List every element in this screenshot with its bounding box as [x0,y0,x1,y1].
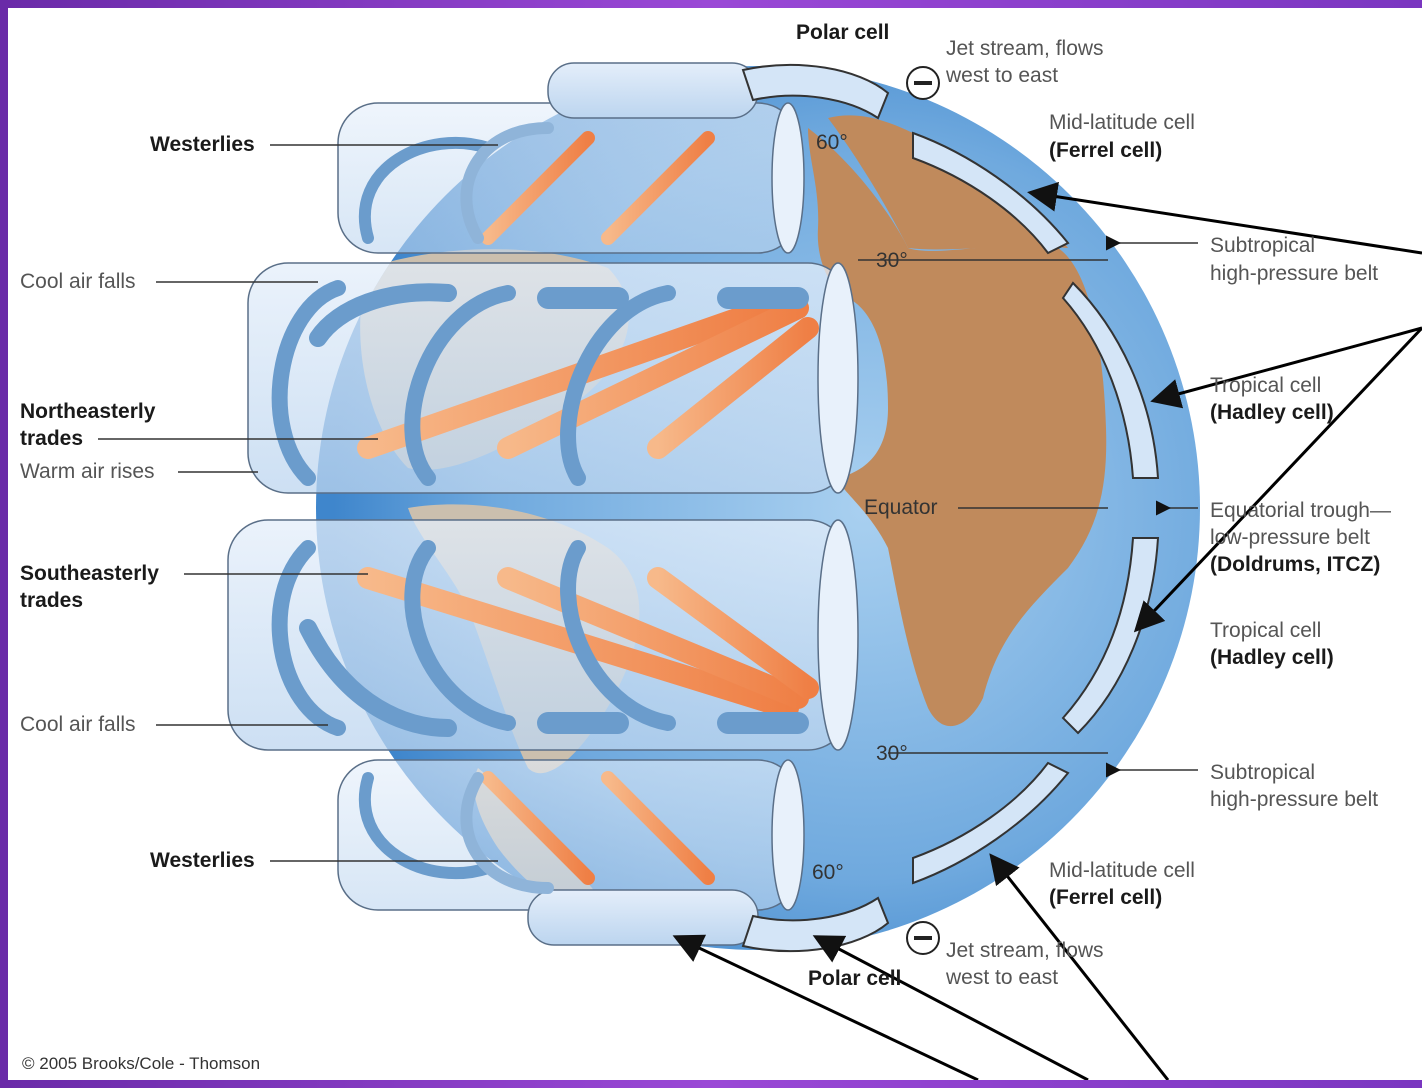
mid-lat-top-line2: (Ferrel cell) [1049,138,1162,164]
westerlies-top-label: Westerlies [150,132,255,158]
lat-60n-label: 60° [816,130,848,156]
equatorial-line2: low-pressure belt [1210,525,1370,551]
equatorial-line3: (Doldrums, ITCZ) [1210,552,1380,578]
diagram-frame: Polar cell Jet stream, flows west to eas… [8,8,1422,1080]
lat-30n-label: 30° [876,248,908,274]
se-trades-line1: Southeasterly [20,561,159,587]
jet-stream-top-line1: Jet stream, flows [946,36,1104,62]
tropical-bottom-line1: Tropical cell [1210,618,1321,644]
lat-60s-label: 60° [812,860,844,886]
ne-trades-line1: Northeasterly [20,399,155,425]
copyright-text: © 2005 Brooks/Cole - Thomson [22,1054,260,1074]
tropical-top-line1: Tropical cell [1210,373,1321,399]
subtropical-top-line1: Subtropical [1210,233,1315,259]
polar-cell-top-label: Polar cell [796,20,889,46]
cool-air-bottom-label: Cool air falls [20,712,136,738]
polar-cell-bottom-label: Polar cell [808,966,901,992]
mid-lat-bottom-line1: Mid-latitude cell [1049,858,1195,884]
tropical-top-line2: (Hadley cell) [1210,400,1334,426]
warm-air-label: Warm air rises [20,459,155,485]
equatorial-line1: Equatorial trough— [1210,498,1391,524]
subtropical-bottom-line2: high-pressure belt [1210,787,1378,813]
cool-air-top-label: Cool air falls [20,269,136,295]
subtropical-bottom-line1: Subtropical [1210,760,1315,786]
equator-label: Equator [864,495,938,521]
ne-trades-line2: trades [20,426,83,452]
subtropical-top-line2: high-pressure belt [1210,261,1378,287]
tropical-bottom-line2: (Hadley cell) [1210,645,1334,671]
lat-30s-label: 30° [876,741,908,767]
mid-lat-bottom-line2: (Ferrel cell) [1049,885,1162,911]
westerlies-bottom-label: Westerlies [150,848,255,874]
jet-stream-top-line2: west to east [946,63,1058,89]
jet-stream-bottom-line2: west to east [946,965,1058,991]
se-trades-line2: trades [20,588,83,614]
jet-stream-bottom-line1: Jet stream, flows [946,938,1104,964]
mid-lat-top-line1: Mid-latitude cell [1049,110,1195,136]
